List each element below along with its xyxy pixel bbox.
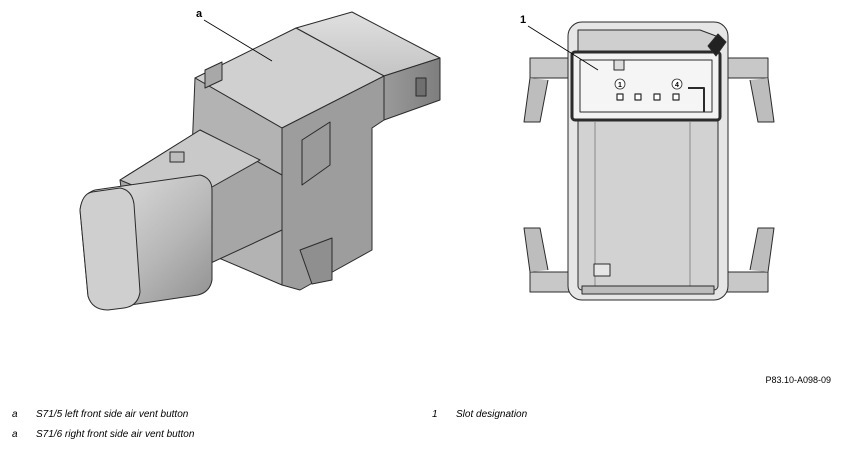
spring-clip-top-right: [749, 77, 775, 123]
callout-1-leader: [527, 25, 599, 71]
legend-key: a: [12, 429, 18, 440]
latch-top-left: [204, 61, 223, 89]
pin-3: [653, 93, 661, 101]
mount-bar-bottom-right: [723, 271, 769, 293]
spring-clip-bottom-right: [749, 227, 775, 273]
spring-clip-top-left: [523, 77, 549, 123]
pin-1: [616, 93, 624, 101]
body-right-side: [281, 75, 385, 291]
pin-4-label: 4: [675, 82, 679, 89]
callout-a-leader: [203, 19, 273, 62]
callout-a-label: a: [196, 8, 203, 20]
mount-tab: [169, 151, 185, 163]
switch-rear-view: [523, 21, 775, 301]
legend-key: a: [12, 409, 18, 420]
legend-text: Slot designation: [456, 409, 528, 420]
switch-3d-view: [79, 11, 441, 311]
pin-4-marker: [671, 78, 683, 90]
bottom-tab: [593, 263, 611, 277]
mount-bar-top-right: [723, 57, 769, 79]
mount-bar-bottom-left: [529, 271, 575, 293]
figure-reference: P83.10-A098-09: [765, 375, 831, 385]
latch-mid: [301, 121, 331, 186]
top-cap: [577, 29, 717, 53]
mount-bar-top-left: [529, 57, 575, 79]
pin-1-label: 1: [618, 82, 622, 89]
legend-key: 1: [432, 409, 438, 420]
legend-text: S71/6 right front side air vent button: [36, 429, 195, 440]
button-cap-face: [79, 187, 141, 311]
spring-clip-bottom-left: [523, 227, 549, 273]
cable-corner: [707, 33, 727, 57]
rear-pin-slot: [415, 77, 427, 97]
pin-4: [672, 93, 680, 101]
legend-text: S71/5 left front side air vent button: [36, 409, 189, 420]
connector-key: [688, 87, 705, 112]
bottom-lip: [581, 285, 715, 295]
pin-1-marker: [614, 78, 626, 90]
pin-2: [634, 93, 642, 101]
callout-1-label: 1: [520, 14, 527, 26]
connector-notch: [613, 59, 625, 71]
latch-low: [299, 237, 333, 285]
connector-inner: [579, 59, 713, 113]
